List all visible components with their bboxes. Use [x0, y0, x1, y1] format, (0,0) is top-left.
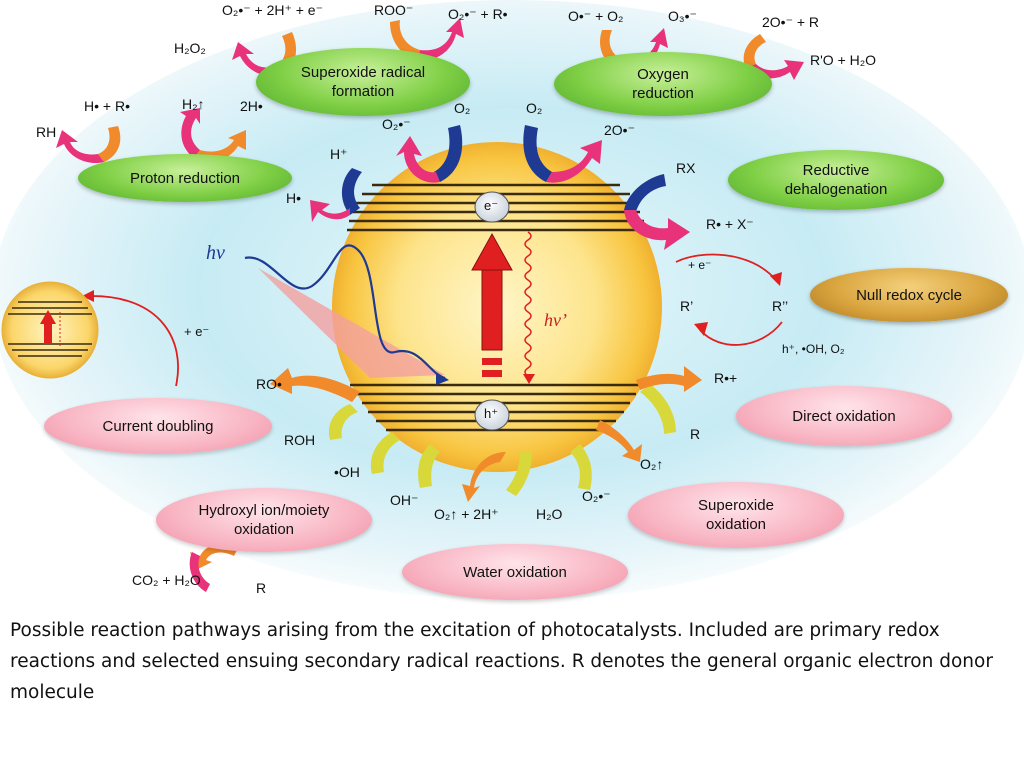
label-o2m-top: O₂•⁻	[382, 116, 411, 132]
label-2o-r: 2O•⁻ + R	[762, 14, 820, 30]
label-h-r: H• + R•	[84, 98, 130, 114]
label-o3: O₃•⁻	[668, 8, 697, 24]
label-o2-top-2: O₂	[526, 100, 543, 116]
label-r-small: R	[256, 580, 267, 596]
proton-reduction-arrow-in	[341, 168, 362, 215]
label-h2-up: H₂↑	[182, 96, 205, 112]
null-redox-top-head	[770, 272, 782, 286]
label-roh: ROH	[284, 432, 316, 448]
diagram-graphics	[0, 0, 1024, 600]
label-plus-e-right: + e⁻	[688, 258, 712, 272]
r-plus-arrow	[636, 366, 702, 392]
label-hv-prime: hv’	[544, 310, 567, 330]
label-co2-h2o: CO₂ + H₂O	[132, 572, 201, 588]
label-plus-e-left: + e⁻	[184, 324, 210, 339]
proton-reduction-arrow-out	[310, 200, 350, 222]
superoxide-formation-pill: Superoxide radical formation	[256, 48, 470, 116]
null-redox-pill: Null redox cycle	[810, 268, 1008, 322]
hydroxyl-oxidation-pill: Hydroxyl ion/moiety oxidation	[156, 488, 372, 552]
label-rx: RX	[676, 160, 696, 176]
label-h2o2: H₂O₂	[174, 40, 206, 56]
label-r-prime: R’	[680, 298, 694, 314]
label-2h: 2H•	[240, 98, 263, 114]
h-r-orange-arrow	[98, 126, 121, 162]
null-redox-bottom-arrow	[699, 321, 783, 346]
label-hole: h⁺	[484, 406, 499, 421]
dehalogenation-arrow-out	[624, 210, 690, 250]
label-hv: hv	[206, 242, 225, 264]
label-o2-top-1: O₂	[454, 100, 471, 116]
label-o2m-2h-e: O₂•⁻ + 2H⁺ + e⁻	[222, 2, 323, 18]
o2-up-arrow	[596, 420, 642, 462]
emission-wave	[524, 231, 532, 377]
dehalogenation-arrow-in	[624, 174, 666, 212]
small-excitation-arrow	[44, 322, 52, 344]
label-oh-minus: OH⁻	[390, 492, 419, 508]
label-rh: RH	[36, 124, 57, 140]
current-doubling-head	[82, 290, 94, 302]
co2-pink-arrow	[189, 552, 210, 592]
label-ro: RO•	[256, 376, 282, 392]
null-redox-top-arrow	[675, 253, 777, 281]
excitation-arrow	[471, 232, 513, 377]
roo-orange-arrow	[390, 20, 420, 60]
o-o2-pink-arrow	[622, 28, 668, 71]
label-2o-top: 2O•⁻	[604, 122, 635, 138]
label-o2-2h: O₂↑ + 2H⁺	[434, 506, 499, 522]
oh-minus-arrow	[418, 444, 440, 488]
hole-bubble	[474, 399, 510, 431]
electron-bubble	[474, 191, 510, 223]
label-r-x: R• + X⁻	[706, 216, 754, 232]
label-h-plus: H⁺	[330, 146, 348, 162]
label-o-o2: O•⁻ + O₂	[568, 8, 624, 24]
label-roo: ROO⁻	[374, 2, 414, 18]
label-r-dprime: R’’	[772, 298, 789, 314]
r-oxidation-arrow	[640, 384, 676, 434]
conduction-band	[347, 183, 646, 232]
null-redox-bottom-head	[694, 322, 708, 336]
label-o2m-bottom: O₂•⁻	[582, 488, 611, 504]
oxygen-reduction-pill: Oxygen reduction	[554, 52, 772, 116]
figure-caption: Possible reaction pathways arising from …	[10, 620, 993, 703]
diagram-stage: Superoxide radical formation Oxygen redu…	[0, 0, 1024, 600]
h-r-pink-arrow	[56, 130, 104, 164]
label-h2o: H₂O	[536, 506, 563, 522]
roh-arrow	[328, 404, 358, 440]
superoxide-arrow-in	[434, 125, 463, 182]
oh-arrow	[370, 432, 400, 474]
oxygen-reduction-arrow-in	[523, 125, 552, 182]
co2-orange-arrow	[190, 543, 238, 570]
current-doubling-pill: Current doubling	[44, 398, 272, 454]
ro-arrow	[270, 368, 360, 402]
light-wave-arrowhead	[436, 372, 449, 385]
h2-pink-arrow	[180, 108, 200, 158]
water-oxidation-arrow-in	[506, 452, 532, 496]
small-excitation-head	[40, 310, 56, 324]
oxygen-reduction-arrow-out	[546, 140, 602, 183]
roo-pink-arrow	[418, 18, 464, 61]
direct-oxidation-pill: Direct oxidation	[736, 386, 952, 446]
reductive-dehalogenation-pill: Reductive dehalogenation	[728, 150, 944, 210]
label-o2-up: O₂↑	[640, 456, 664, 472]
twoo-orange-arrow	[743, 34, 766, 68]
label-r-plus: R•+	[714, 370, 738, 386]
label-o2m-r: O₂•⁻ + R•	[448, 6, 508, 22]
current-doubling-arrow	[91, 295, 179, 387]
water-oxidation-arrow-out	[462, 452, 506, 502]
label-ro-h2o: R'O + H₂O	[810, 52, 877, 68]
light-wave	[244, 244, 446, 380]
superoxide-oxidation-pill: Superoxide oxidation	[628, 482, 844, 548]
label-h-oh-o2: h⁺, •OH, O₂	[782, 342, 845, 356]
label-r-bottom: R	[690, 426, 701, 442]
h2-orange-arrow	[194, 130, 246, 162]
superoxide-arrow-out	[396, 136, 440, 183]
superoxide-oxidation-arrow	[570, 444, 592, 490]
label-oh-radical: •OH	[334, 464, 360, 480]
label-h-dot: H•	[286, 190, 302, 206]
water-oxidation-pill: Water oxidation	[402, 544, 628, 600]
proton-reduction-pill: Proton reduction	[78, 154, 292, 202]
label-electron: e⁻	[484, 198, 499, 213]
emission-arrowhead	[523, 374, 535, 384]
